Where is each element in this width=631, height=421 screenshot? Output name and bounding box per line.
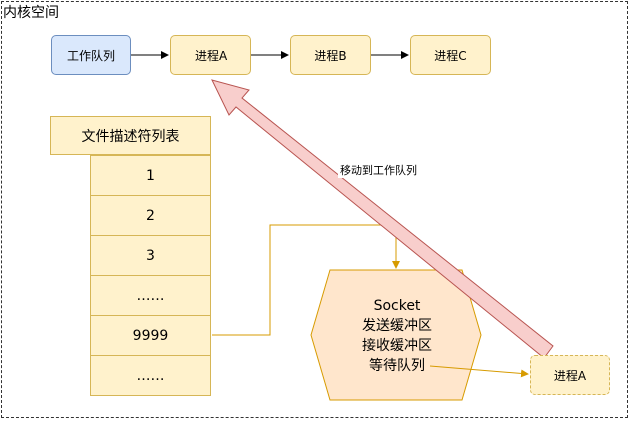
- process-c-node: 进程C: [410, 35, 491, 75]
- edge-fd-9999-to-socket: [212, 224, 400, 336]
- edge-socket-wait-to-process: [429, 365, 529, 378]
- fd-table-row: 2: [90, 195, 211, 236]
- process-a-node: 进程A: [170, 35, 251, 75]
- work-queue-node: 工作队列: [51, 35, 131, 75]
- socket-title: Socket: [373, 298, 421, 314]
- fd-table-row: 1: [90, 155, 211, 196]
- fd-table-header: 文件描述符列表: [50, 116, 211, 155]
- socket-wait-queue: 等待队列: [369, 358, 425, 374]
- fd-table-row: 9999: [90, 315, 211, 356]
- move-edge-label: 移动到工作队列: [338, 162, 419, 178]
- socket-hexagon: [310, 269, 482, 401]
- process-b-node: 进程B: [290, 35, 371, 75]
- socket-recv-buffer: 接收缓冲区: [362, 338, 432, 354]
- kernel-space-title: 内核空间: [3, 5, 59, 21]
- socket-text: Socket 发送缓冲区 接收缓冲区 等待队列: [312, 296, 482, 376]
- socket-send-buffer: 发送缓冲区: [362, 318, 432, 334]
- fd-table-row: 3: [90, 235, 211, 276]
- move-to-work-queue-arrow-body: [211, 79, 554, 359]
- fd-table-row: ……: [90, 275, 211, 316]
- fd-table-row: ……: [90, 355, 211, 396]
- waiting-process-node: 进程A: [530, 355, 610, 395]
